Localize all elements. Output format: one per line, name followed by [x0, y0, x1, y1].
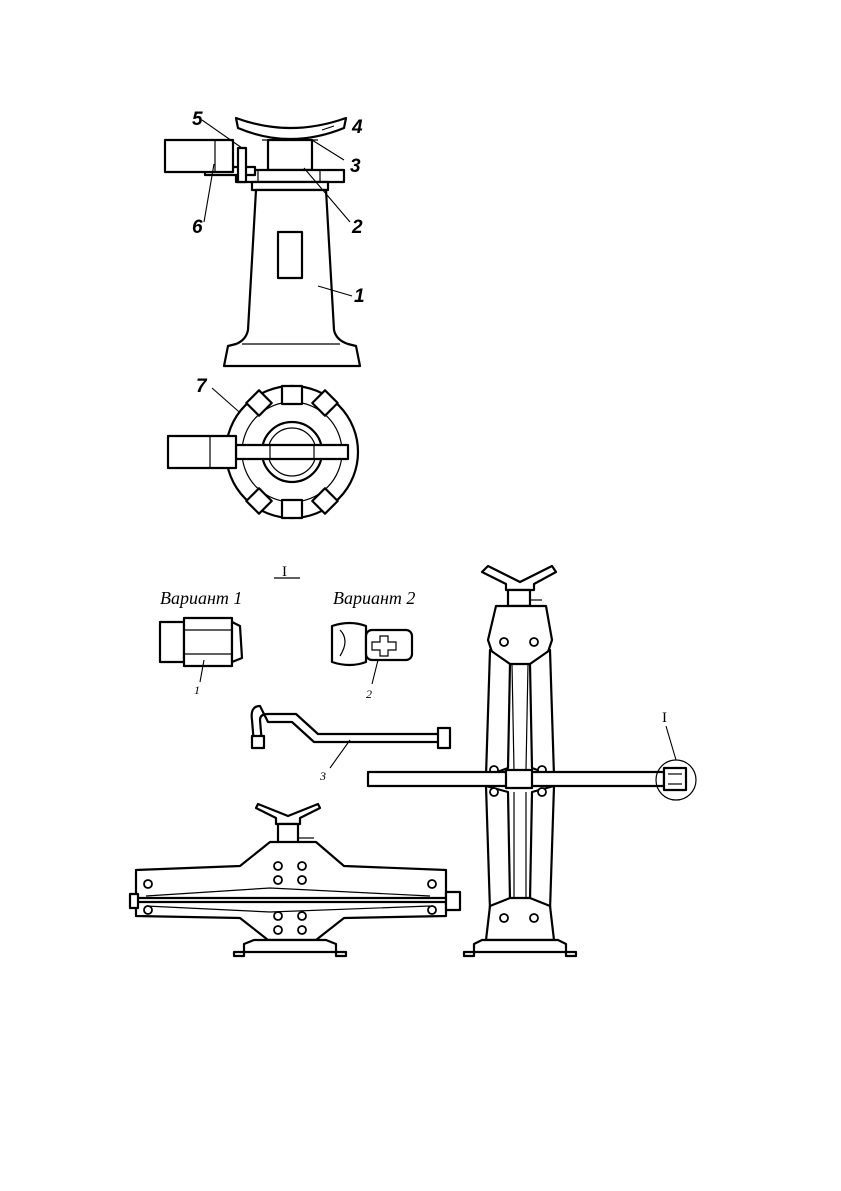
- variant-1-drawing: 1: [160, 618, 242, 697]
- shaft: [236, 445, 348, 459]
- handle-block-top: [168, 436, 236, 468]
- scissor-jack-folded: [130, 804, 460, 956]
- callout-3: 3: [350, 156, 361, 177]
- callout-1: 1: [354, 286, 365, 307]
- variant-2-label: Вариант 2: [333, 588, 415, 608]
- variant-2-drawing: 2: [332, 623, 412, 701]
- head-block: [268, 140, 312, 170]
- lock-pin: [238, 148, 246, 182]
- callout-5: 5: [192, 109, 203, 130]
- callout-4: 4: [351, 117, 363, 138]
- variant-1-number: 1: [194, 683, 200, 697]
- handle-block: [165, 140, 233, 172]
- detail-callout-mark: I: [662, 710, 667, 726]
- stand-top-view: [168, 386, 358, 518]
- stand-side-view: [165, 118, 360, 366]
- variant-1-label: Вариант 1: [160, 588, 242, 608]
- callout-2: 2: [351, 217, 363, 238]
- saddle-part: [236, 118, 346, 139]
- variant-2-number: 2: [366, 687, 372, 701]
- stand-window: [278, 232, 302, 278]
- crank-number: 3: [319, 769, 326, 783]
- callout-6: 6: [192, 217, 203, 238]
- callout-7: 7: [196, 376, 208, 397]
